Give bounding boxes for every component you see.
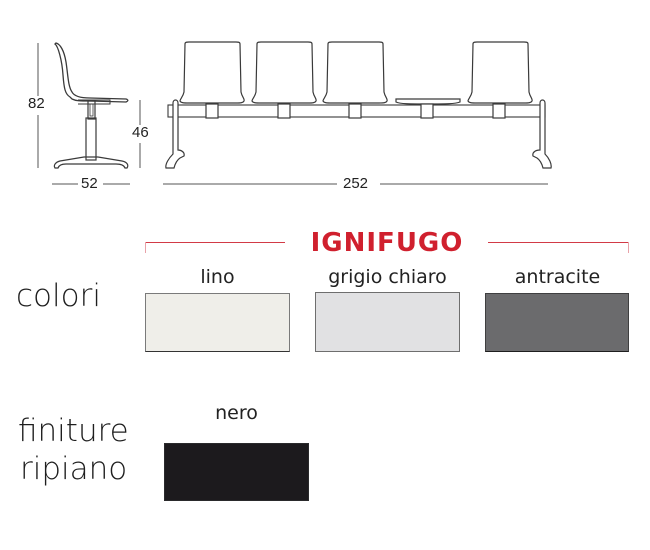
- ignifugo-bracket-left-tick: [145, 242, 146, 253]
- ignifugo-badge: IGNIFUGO: [310, 228, 464, 258]
- swatch-label-nero: nero: [215, 402, 258, 424]
- chair-side-view-icon: [53, 42, 129, 169]
- finiture-title-line2: ripiano: [20, 451, 128, 487]
- ignifugo-bracket-left: [145, 242, 285, 243]
- swatch-label-lino: lino: [200, 266, 235, 288]
- beam-seating-front-view-icon: [165, 41, 552, 169]
- swatch-nero[interactable]: [164, 443, 309, 501]
- swatch-label-antracite: antracite: [514, 266, 601, 288]
- dimension-depth: 52: [79, 175, 100, 192]
- ignifugo-bracket-right-tick: [628, 242, 629, 253]
- colori-title: colori: [16, 278, 101, 314]
- dimension-height-total: 82: [26, 95, 47, 112]
- finiture-title-line1: finiture: [18, 413, 129, 449]
- dimension-seat-height: 46: [130, 124, 151, 141]
- swatch-label-grigio-chiaro: grigio chiaro: [328, 266, 447, 288]
- dimension-width-total: 252: [341, 175, 371, 192]
- swatch-lino[interactable]: [145, 293, 290, 352]
- technical-drawing: [37, 41, 552, 185]
- swatch-antracite[interactable]: [485, 293, 629, 352]
- ignifugo-bracket-right: [488, 242, 629, 243]
- swatch-grigio-chiaro[interactable]: [315, 292, 460, 352]
